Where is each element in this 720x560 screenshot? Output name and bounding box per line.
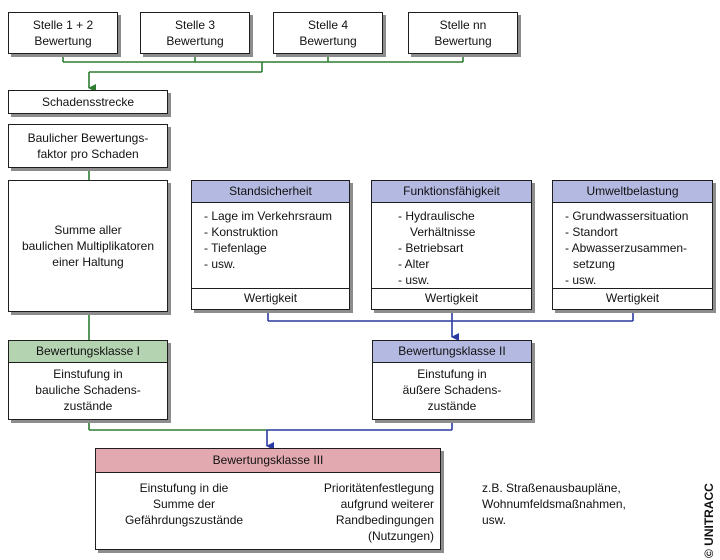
klasse2-title: Bewertungsklasse II bbox=[373, 341, 531, 363]
summe-box: Summe aller baulichen Multiplikatoren ei… bbox=[8, 180, 168, 312]
list-item: - usw. bbox=[204, 257, 236, 271]
stelle-box-1: Stelle 1 + 2 Bewertung bbox=[8, 12, 118, 54]
stelle-subtitle: Bewertung bbox=[434, 34, 492, 48]
klasse2-text: Einstufung in äußere Schadens- zustände bbox=[402, 367, 502, 413]
list-item: - Tiefenlage bbox=[204, 241, 267, 255]
list-item: - Standort bbox=[565, 225, 618, 239]
stelle-subtitle: Bewertung bbox=[166, 34, 224, 48]
criteria-box-umweltbelastung: Umweltbelastung - Grundwassersituation -… bbox=[552, 180, 713, 310]
criteria-title: Standsicherheit bbox=[192, 181, 349, 203]
list-item: setzung bbox=[573, 257, 616, 271]
schadensstrecke-label: Schadensstrecke bbox=[41, 95, 135, 109]
criteria-title: Umweltbelastung bbox=[553, 181, 712, 203]
criteria-box-standsicherheit: Standsicherheit - Lage im Verkehrsraum -… bbox=[191, 180, 350, 310]
klasse1-text: Einstufung in bauliche Schadens- zuständ… bbox=[35, 367, 141, 413]
stelle-title: Stelle 4 bbox=[307, 18, 349, 32]
criteria-list: - Hydraulische Verhältnisse - Betriebsar… bbox=[372, 203, 531, 288]
stelle-title: Stelle nn bbox=[439, 18, 487, 32]
klasse3-box: Bewertungsklasse III Einstufung in die S… bbox=[95, 448, 441, 550]
criteria-box-funktionsfaehigkeit: Funktionsfähigkeit - Hydraulische Verhäl… bbox=[371, 180, 532, 310]
list-item: - Alter bbox=[398, 257, 430, 271]
klasse3-right-text: Prioritätenfestlegung aufgrund weiterer … bbox=[323, 481, 434, 543]
stelle-subtitle: Bewertung bbox=[34, 34, 92, 48]
klasse1-title: Bewertungsklasse I bbox=[9, 341, 167, 363]
criteria-list: - Grundwassersituation - Standort - Abwa… bbox=[553, 203, 712, 288]
criteria-list: - Lage im Verkehrsraum - Konstruktion - … bbox=[192, 203, 349, 272]
criteria-footer: Wertigkeit bbox=[372, 288, 531, 309]
list-item: - usw. bbox=[398, 273, 430, 287]
list-item: - Betriebsart bbox=[398, 241, 464, 255]
note-text: z.B. Straßenausbaupläne, Wohnumfeldsmaßn… bbox=[482, 481, 626, 527]
klasse3-title: Bewertungsklasse III bbox=[96, 449, 440, 473]
faktor-label: Baulicher Bewertungs- faktor pro Schaden bbox=[27, 131, 149, 161]
stelle-box-3: Stelle 4 Bewertung bbox=[273, 12, 383, 54]
list-item: Verhältnisse bbox=[410, 225, 476, 239]
criteria-footer: Wertigkeit bbox=[192, 288, 349, 309]
stelle-subtitle: Bewertung bbox=[299, 34, 357, 48]
list-item: - Konstruktion bbox=[204, 225, 279, 239]
summe-label: Summe aller baulichen Multiplikatoren ei… bbox=[21, 223, 155, 269]
list-item: - usw. bbox=[565, 273, 597, 287]
stelle-box-2: Stelle 3 Bewertung bbox=[140, 12, 250, 54]
list-item: - Hydraulische bbox=[398, 209, 475, 223]
faktor-box: Baulicher Bewertungs- faktor pro Schaden bbox=[8, 124, 168, 168]
stelle-title: Stelle 3 bbox=[174, 18, 216, 32]
list-item: - Grundwassersituation bbox=[565, 209, 689, 223]
stelle-box-4: Stelle nn Bewertung bbox=[408, 12, 518, 54]
criteria-footer: Wertigkeit bbox=[553, 288, 712, 309]
stelle-title: Stelle 1 + 2 bbox=[32, 18, 94, 32]
list-item: - Lage im Verkehrsraum bbox=[204, 209, 333, 223]
klasse3-left-text: Einstufung in die Summe der Gefährdungsz… bbox=[124, 481, 244, 527]
copyright-label: © UNITRACC bbox=[702, 483, 716, 558]
schadensstrecke-box: Schadensstrecke bbox=[8, 90, 168, 114]
criteria-title: Funktionsfähigkeit bbox=[372, 181, 531, 203]
klasse2-box: Bewertungsklasse II Einstufung in äußere… bbox=[372, 340, 532, 420]
klasse1-box: Bewertungsklasse I Einstufung in baulich… bbox=[8, 340, 168, 420]
list-item: - Abwasserzusammen- bbox=[565, 241, 688, 255]
